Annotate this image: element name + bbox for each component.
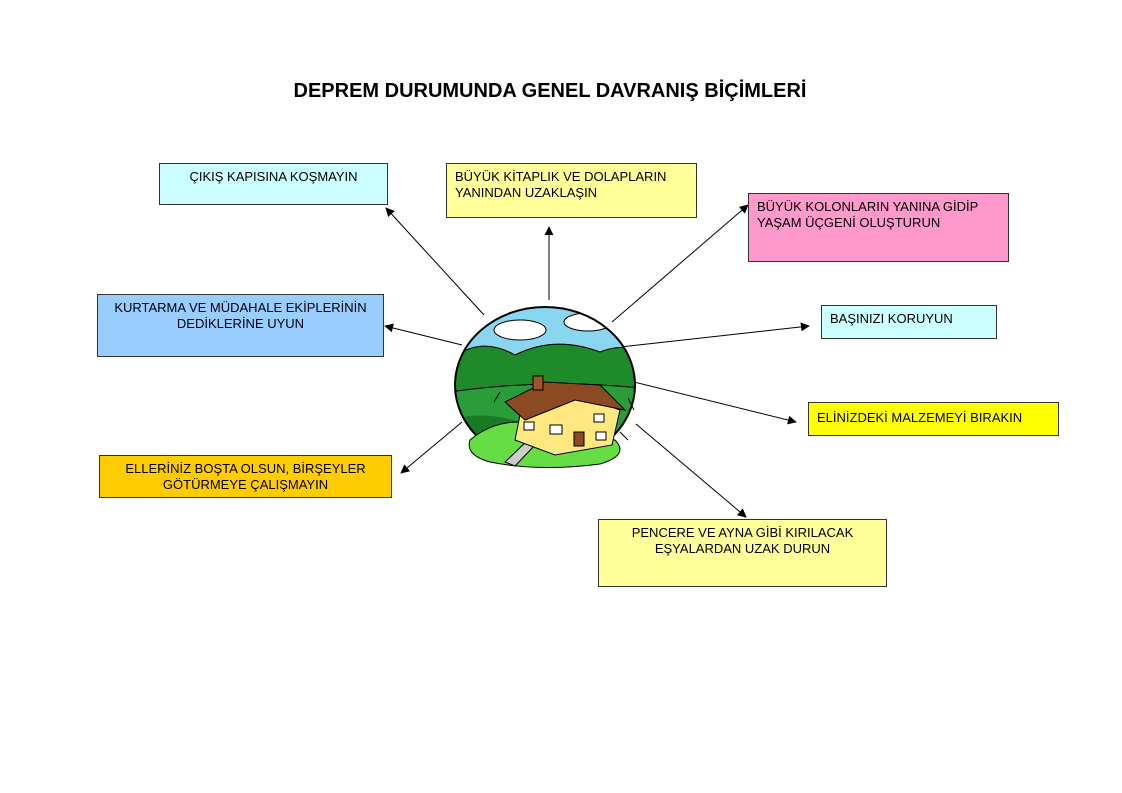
box-malzemeyi-birakin: ELİNİZDEKİ MALZEMEYİ BIRAKIN (808, 402, 1059, 436)
box-kitaplik-dolap: BÜYÜK KİTAPLIK VE DOLAPLARIN YANINDAN UZ… (446, 163, 697, 218)
box-pencere-ayna: PENCERE VE AYNA GİBİ KIRILACAK EŞYALARDA… (598, 519, 887, 587)
box-cikis-kapisi: ÇIKIŞ KAPISINA KOŞMAYIN (159, 163, 388, 205)
box-elleriniz-bosta: ELLERİNİZ BOŞTA OLSUN, BİRŞEYLER GÖTÜRME… (99, 455, 392, 498)
arrow-to-malzeme (633, 381, 797, 425)
box-basinizi-koruyun: BAŞINIZI KORUYUN (821, 305, 997, 339)
earthquake-house-icon (454, 306, 636, 469)
arrow-to-basiniz (619, 322, 810, 348)
arrow-to-cikis (385, 207, 485, 316)
arrow-to-eller (400, 421, 463, 474)
arrow-to-pencere (635, 423, 747, 518)
arrow-to-kolon (611, 204, 749, 323)
page-title: DEPREM DURUMUNDA GENEL DAVRANIŞ BİÇİMLER… (293, 80, 807, 102)
arrow-to-kurtarma (384, 323, 463, 346)
box-kurtarma-ekipleri: KURTARMA VE MÜDAHALE EKİPLERİNİN DEDİKLE… (97, 294, 384, 357)
box-yasam-ucgeni: BÜYÜK KOLONLARIN YANINA GİDİP YAŞAM ÜÇGE… (748, 193, 1009, 262)
